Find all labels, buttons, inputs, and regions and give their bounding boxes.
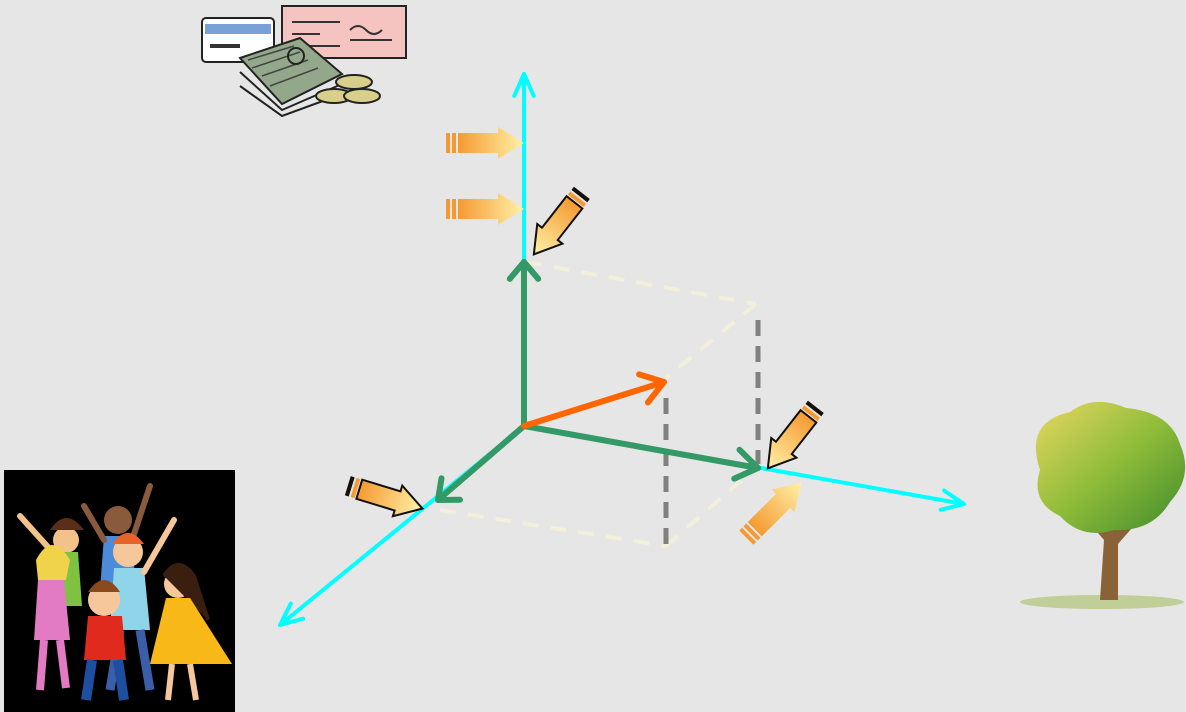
tree-canopy — [1035, 401, 1186, 533]
people-illustration — [4, 470, 235, 712]
callout-arrow — [343, 470, 428, 524]
callout-arrow — [755, 397, 829, 479]
tree-illustration — [1020, 401, 1186, 609]
cartoon-person — [34, 545, 70, 691]
basis-vector-money — [506, 259, 542, 429]
box-edge — [664, 464, 760, 548]
callout-arrow — [521, 183, 595, 265]
cheque — [281, 5, 407, 59]
cartoon-person — [150, 563, 232, 701]
coins — [335, 74, 373, 90]
box-edge — [525, 260, 757, 306]
box-edge — [439, 508, 667, 548]
callout-arrows — [343, 127, 829, 550]
cartoon-person — [81, 580, 129, 701]
component-vectors — [435, 259, 761, 503]
basis-vector-people — [435, 423, 527, 503]
money-illustration — [201, 5, 407, 118]
projection-box — [439, 260, 761, 548]
resultant-vector — [521, 371, 667, 429]
basis-vector-nature — [521, 423, 761, 482]
box-edge — [664, 302, 758, 380]
